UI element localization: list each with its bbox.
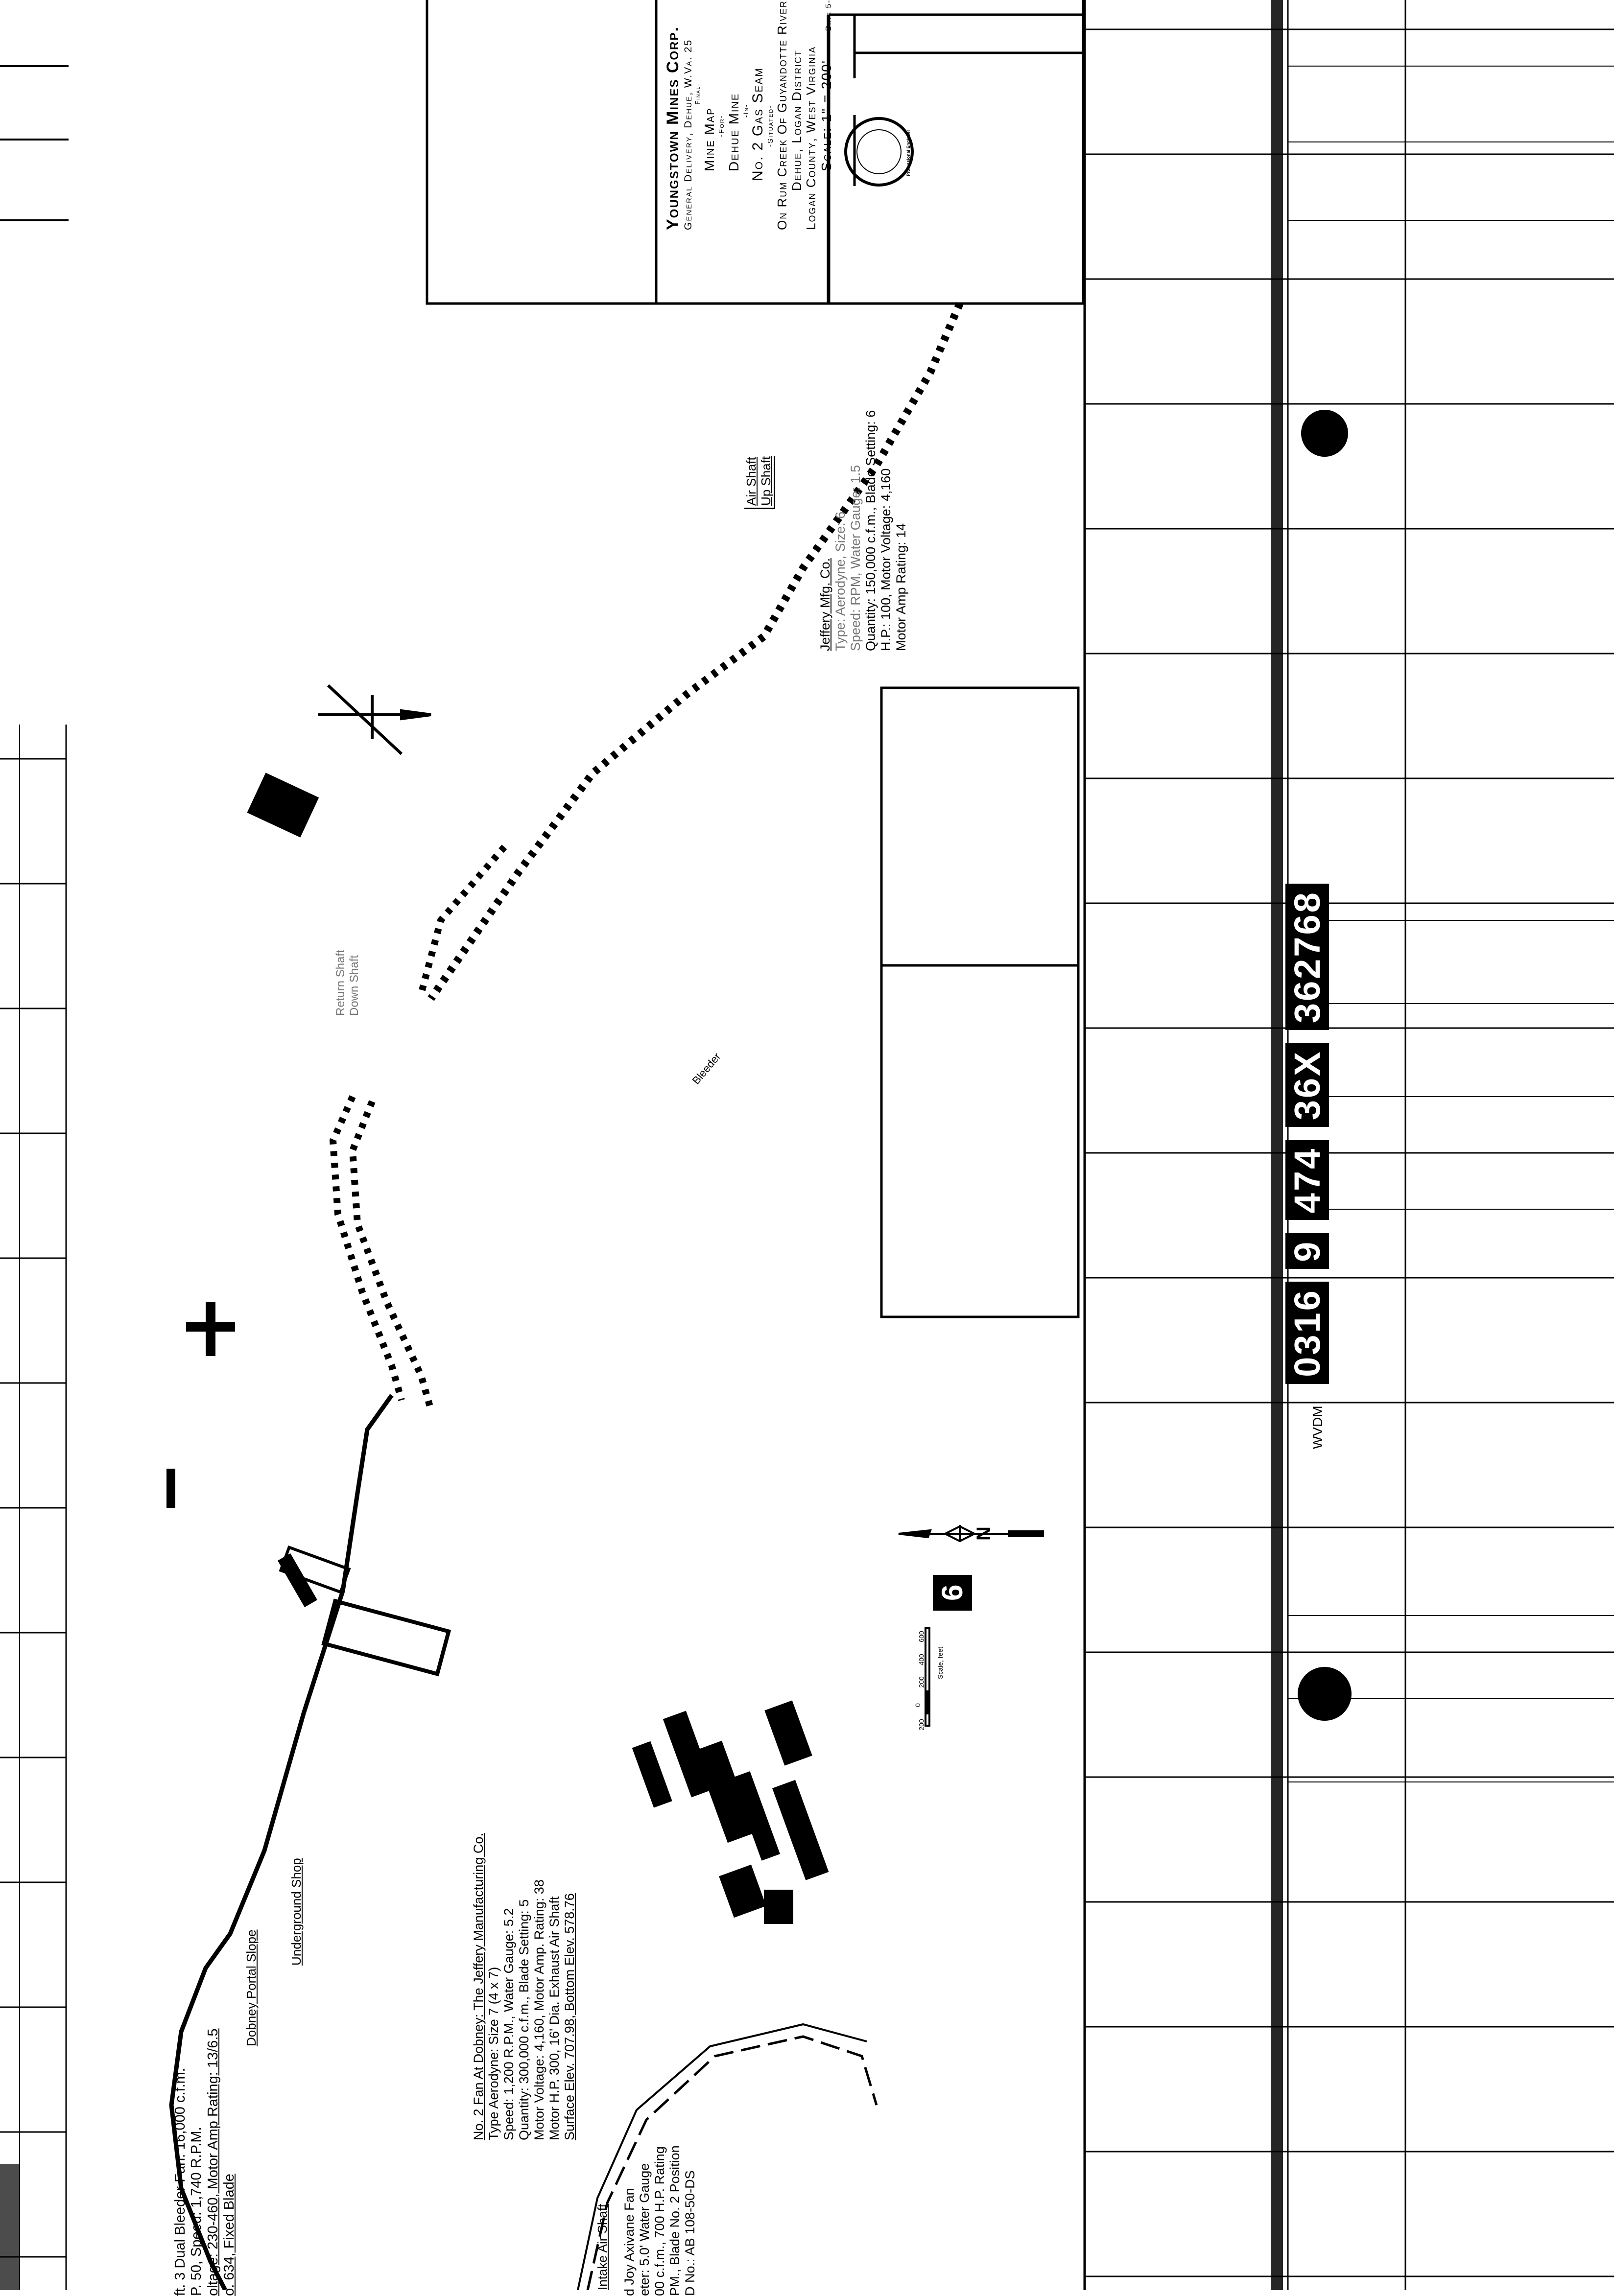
fan-spec-line: P. 50, Speed: 1,740 R.P.M.	[189, 2127, 205, 2296]
archive-id-strip: WVDM 0316 9 474 36X 362768	[1285, 873, 1329, 1449]
seam-name: No. 2 Gas Seam	[749, 67, 766, 181]
return-shaft-label: Return Shaft	[334, 950, 347, 1016]
underground-shop-label: Underground Shop	[289, 1858, 304, 1966]
scale-tick: 0	[913, 1703, 922, 1707]
fan-spec-line: H.P.: 100, Motor Voltage: 4,160	[878, 468, 894, 651]
fan-spec-line: Motor H.P. 300, 16' Dia. Exhaust Air Sha…	[547, 1896, 562, 2140]
dobney-portal-label: Dobney Portal Slope	[244, 1929, 259, 2046]
fan-spec-line: Type: Aerodyne, Size: 6	[833, 511, 848, 651]
fan-spec-line: Motor Voltage: 4,160, Motor Amp. Rating:…	[532, 1879, 547, 2140]
haulage-entry-dotted-3	[329, 1095, 405, 1401]
fan-spec-line: Type Aerodyne: Size 7 (4 x 7)	[486, 1967, 501, 2140]
legend-box	[880, 686, 1080, 1318]
fan-spec-line: oltage: 230-460, Motor Amp Rating: 13/6.…	[205, 2028, 221, 2296]
haulage-entry-dotted	[427, 302, 964, 1001]
fan-spec-line: Surface Elev. 707.98, Bottom Elev. 578.7…	[562, 1893, 577, 2140]
scale-tick: 400	[917, 1654, 926, 1665]
fan-spec-line: Jeffery Mfg. Co.	[818, 558, 832, 651]
fan-spec-line: Motor Amp Rating: 14	[894, 523, 909, 651]
sheet-number: 6	[933, 1574, 972, 1611]
archive-id-segment: 362768	[1285, 884, 1329, 1031]
archive-prefix: WVDM	[1309, 1406, 1325, 1449]
fan-spec-line: Quantity: 300,000 c.f.m., Blade Setting:…	[517, 1899, 532, 2140]
archive-id-segment: 474	[1285, 1140, 1329, 1220]
title-block-frame	[426, 0, 1085, 305]
main-road	[169, 1394, 394, 2290]
scale-tick: 200	[917, 1676, 926, 1688]
fan-spec-line: ft. 3 Dual Bleeder Fan: 16,000 c.f.m.	[172, 2068, 188, 2296]
scan-edge-shadow	[0, 2164, 20, 2290]
scale-caption: Scale, feet	[936, 1646, 944, 1679]
professional-seal	[844, 117, 914, 187]
company-address: General Delivery, Dehue, W.Va. 25	[683, 39, 694, 230]
title-block: Youngstown Mines Corp. General Delivery,…	[664, 0, 835, 230]
fan-specs-axivane: d Joy Axivane Fan eter: 5.0' Water Gauge…	[622, 2145, 698, 2296]
location-line-1: On Rum Creek Of Guyandotte River	[774, 0, 789, 230]
fan-specs-bleeder: ft. 3 Dual Bleeder Fan: 16,000 c.f.m. P.…	[172, 2028, 237, 2296]
final-label: -Final-	[694, 83, 702, 108]
up-shaft-label: Up Shaft	[758, 456, 773, 506]
location-line-3: Logan County, West Virginia	[804, 46, 819, 230]
river-bank	[577, 2023, 867, 2290]
haulage-entry-dotted-2	[418, 844, 507, 995]
situated-label: -Situated-	[766, 104, 775, 147]
date-text: Date 5-2	[825, 0, 833, 31]
shaft-label-downshaft: Return Shaft Down Shaft	[334, 950, 361, 1016]
fan-spec-line: o. 634, Fixed Blade	[221, 2174, 237, 2296]
fan-spec-line: eter: 5.0' Water Gauge	[637, 2163, 652, 2296]
fan-specs-upshaft: Jeffery Mfg. Co. Type: Aerodyne, Size: 6…	[818, 410, 909, 651]
haulage-entry-dotted-4	[349, 1100, 434, 1411]
punch-hole	[1298, 1667, 1352, 1721]
fan-spec-line: No. 2 Fan At Dobney: The Jeffery Manufac…	[471, 1833, 486, 2140]
fan-spec-line: Quantity: 150,000 c.f.m., Blade Setting:…	[863, 410, 878, 651]
compass-rose	[318, 684, 431, 755]
location-line-2: Dehue, Logan District	[789, 49, 804, 191]
intake-air-shaft-label: Intake Air Shaft	[595, 2203, 610, 2290]
punch-hole	[1301, 410, 1348, 457]
north-label: N	[973, 1526, 995, 1541]
company-name: Youngstown Mines Corp.	[664, 26, 682, 230]
fan-spec-line: d Joy Axivane Fan	[622, 2188, 637, 2296]
scale-bar	[925, 1627, 930, 1727]
scale-tick: 200	[917, 1719, 926, 1731]
fan-spec-line: D No.: AB 108-50-DS	[683, 2170, 698, 2296]
archive-id-segment: 9	[1285, 1233, 1329, 1269]
fan-specs-dobney: No. 2 Fan At Dobney: The Jeffery Manufac…	[471, 1833, 577, 2140]
fan-spec-line: Speed: 1,200 R.P.M., Water Gauge: 5.2	[501, 1908, 517, 2140]
mine-name: Dehue Mine	[726, 93, 741, 171]
north-arrow	[898, 1525, 1044, 1543]
for-label: -For-	[717, 115, 726, 137]
in-label: -In-	[741, 103, 750, 117]
shaft-label-upshaft: Air Shaft Up Shaft	[744, 456, 775, 509]
archive-id-segment: 0316	[1285, 1282, 1329, 1384]
mine-workings	[166, 773, 829, 1924]
scale-text: Scale: 1" = 200'	[819, 60, 834, 171]
archive-id-segment: 36X	[1285, 1043, 1329, 1127]
down-shaft-label: Down Shaft	[347, 955, 361, 1016]
fan-spec-line: Speed: RPM, Water Gauge: 1.5	[848, 465, 863, 651]
air-shaft-label: Air Shaft	[744, 457, 759, 506]
map-type: Mine Map	[702, 107, 717, 171]
fan-spec-line: PM., Blade No. 2 Position	[667, 2145, 683, 2296]
river	[586, 2035, 878, 2290]
scale-tick: 600	[917, 1631, 926, 1642]
scan-edge-shadow	[1271, 0, 1283, 2290]
scale-bar-ticks: 200 0 200 400 600	[913, 1628, 926, 1731]
sheet-number-text: 6	[933, 1574, 972, 1611]
seal-text: Professional Engineer	[906, 129, 911, 176]
fan-spec-line: 00 c.f.m., 700 H.P. Rating	[652, 2146, 667, 2296]
